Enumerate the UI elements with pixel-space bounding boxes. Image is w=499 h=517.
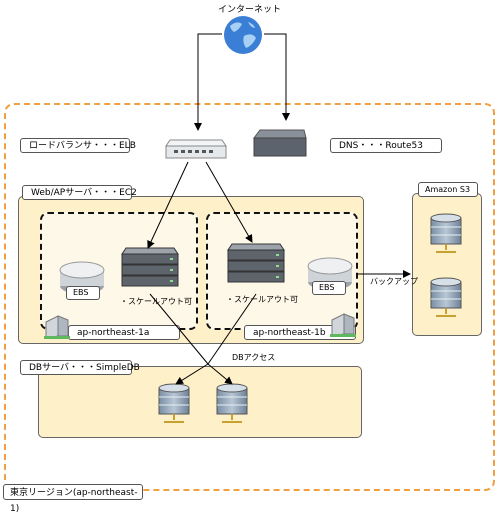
elb-label: ロードバランサ・・・ELB xyxy=(20,138,136,153)
connector-lines xyxy=(147,33,411,385)
elb-to-ec2a-arrow xyxy=(147,161,189,249)
elb-to-ec2b-arrow xyxy=(205,161,253,243)
storage-icon xyxy=(430,277,462,317)
internet-to-elb-arrow xyxy=(194,33,222,131)
db-access-arrow-b xyxy=(207,363,233,385)
storage-icon xyxy=(430,213,462,253)
internet-label: インターネット xyxy=(218,5,282,15)
region-boundary xyxy=(4,103,495,491)
az-b-label: ap-northeast-1b xyxy=(244,325,356,340)
ec2a-to-db-line xyxy=(149,293,209,365)
dns-device-icon xyxy=(253,129,307,157)
dns-label: DNS・・・Route53 xyxy=(330,138,442,153)
globe-icon xyxy=(224,16,262,54)
db-label: DBサーバ・・・SimpleDB xyxy=(20,360,140,375)
ec2b-to-db-line xyxy=(207,293,257,365)
db-panel xyxy=(38,366,362,438)
s3-label: Amazon S3 xyxy=(418,182,478,197)
internet-to-dns-arrow xyxy=(264,33,290,121)
db-access-arrow-a xyxy=(175,363,209,385)
server-stack-icon xyxy=(121,247,179,287)
web-ap-label: Web/APサーバ・・・EC2 xyxy=(22,185,137,200)
db-access-label: DBアクセス xyxy=(232,353,276,362)
ebs-label-a: EBS xyxy=(66,286,100,300)
server-stack-icon xyxy=(227,243,285,283)
az-a-label: ap-northeast-1a xyxy=(68,325,180,340)
backup-label: バックアップ xyxy=(370,277,418,286)
building-icon xyxy=(44,315,70,339)
load-balancer-icon xyxy=(165,139,227,159)
building-icon xyxy=(330,313,356,337)
ebs-label-b: EBS xyxy=(312,281,346,295)
database-icon xyxy=(216,383,248,423)
scale-note-b: ・スケールアウト可 xyxy=(226,295,298,304)
database-icon xyxy=(158,383,190,423)
